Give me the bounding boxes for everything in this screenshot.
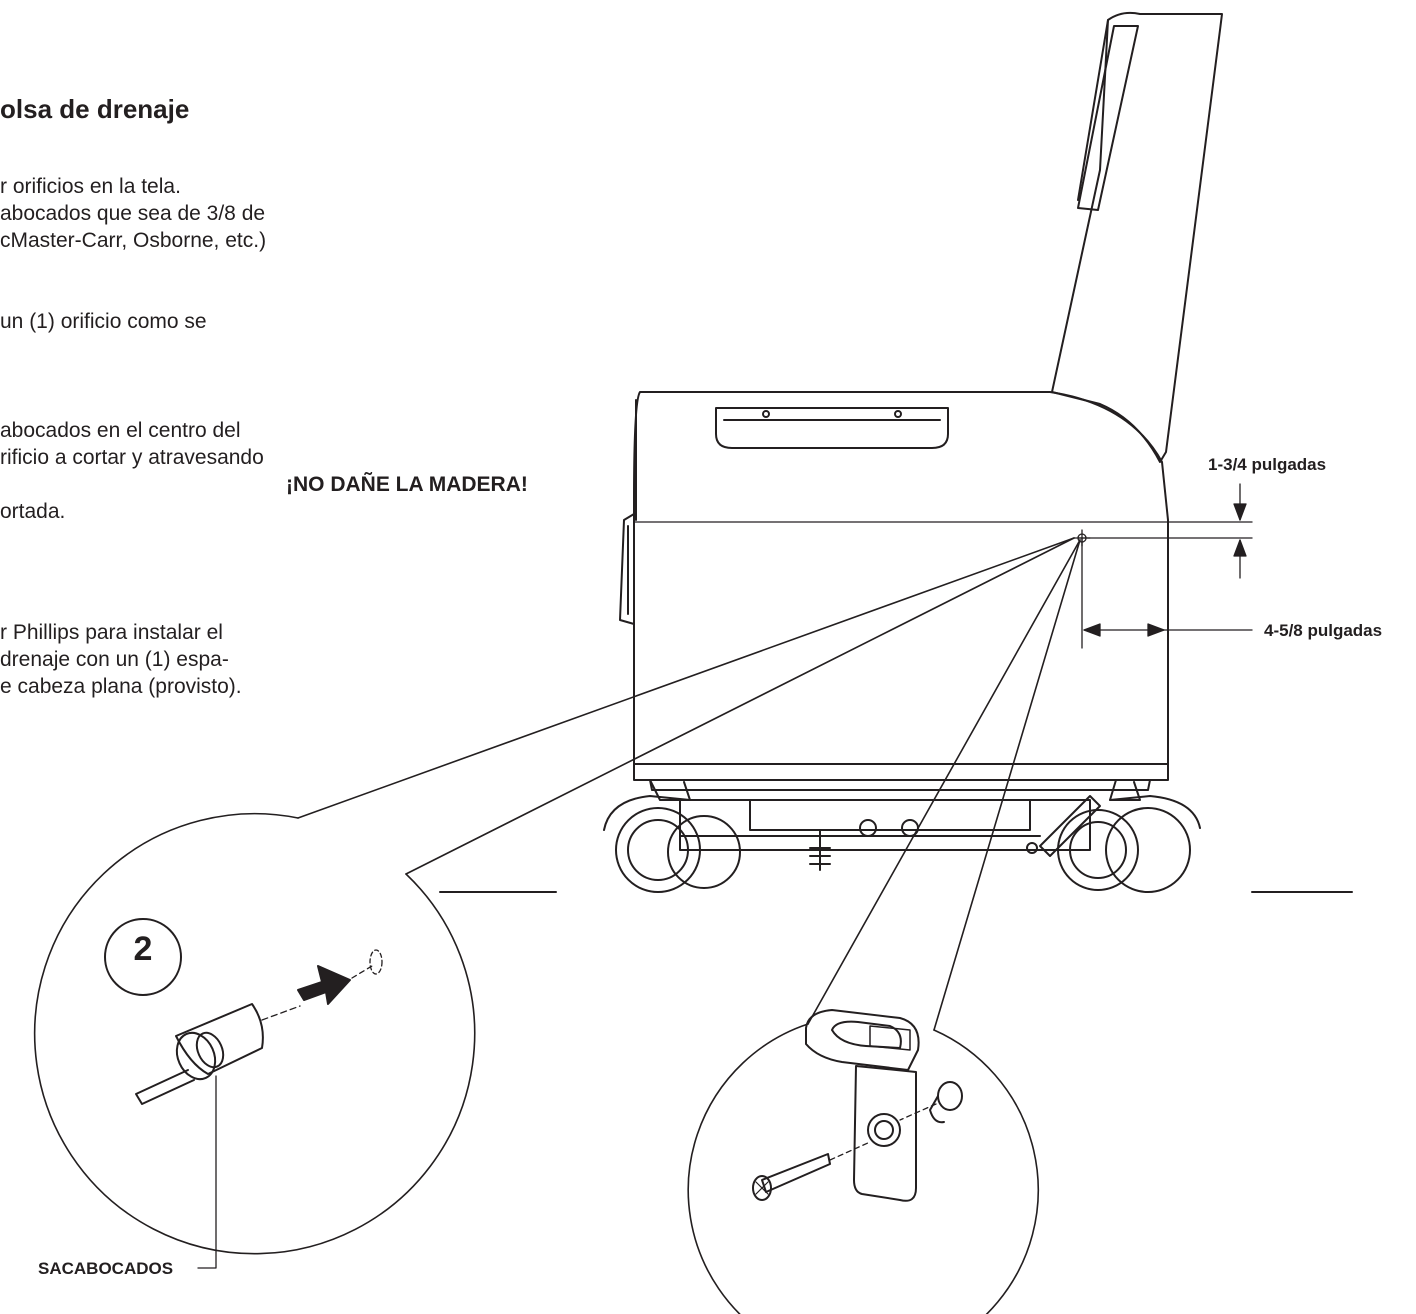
instruction-line: r Phillips para instalar el (0, 621, 223, 644)
chair-backrest (1051, 11, 1223, 463)
dimension-lines (633, 521, 1253, 649)
step-badge: 2 (133, 930, 153, 968)
horizontal-dimension-arrows (1083, 623, 1253, 637)
chair-base (633, 763, 1169, 871)
caster-right (1057, 779, 1201, 893)
detail-circle-hanger (687, 1009, 1039, 1314)
instruction-line: abocados en el centro del (0, 419, 241, 442)
instruction-line: e cabeza plana (provisto). (0, 675, 242, 698)
detail-circle-punch (33, 812, 476, 1269)
instruction-line: rificio a cortar y atravesando (0, 446, 264, 469)
step-badge-circle (104, 918, 182, 996)
instruction-line: cMaster-Carr, Osborne, etc.) (0, 229, 267, 252)
section-title: olsa de drenaje (0, 94, 190, 124)
chair-seat (619, 391, 1169, 765)
vertical-dimension-arrows (1233, 483, 1247, 579)
zoom-cone-left (297, 537, 1075, 875)
instruction-line: r orificios en la tela. (0, 175, 181, 198)
instruction-line: abocados que sea de 3/8 de (0, 202, 266, 225)
instruction-line: drenaje con un (1) espa- (0, 648, 229, 671)
instruction-line: un (1) orificio como se (0, 310, 207, 333)
punch-callout-label: SACABOCADOS (38, 1259, 174, 1278)
warning-text: ¡NO DAÑE LA MADERA! (286, 473, 528, 496)
zoom-cone-right (807, 539, 1081, 1031)
dimension-label-horizontal: 4-5/8 pulgadas (1264, 621, 1383, 640)
caster-left (603, 779, 741, 893)
instruction-line: ortada. (0, 500, 66, 523)
dimension-label-vertical: 1-3/4 pulgadas (1208, 455, 1327, 474)
